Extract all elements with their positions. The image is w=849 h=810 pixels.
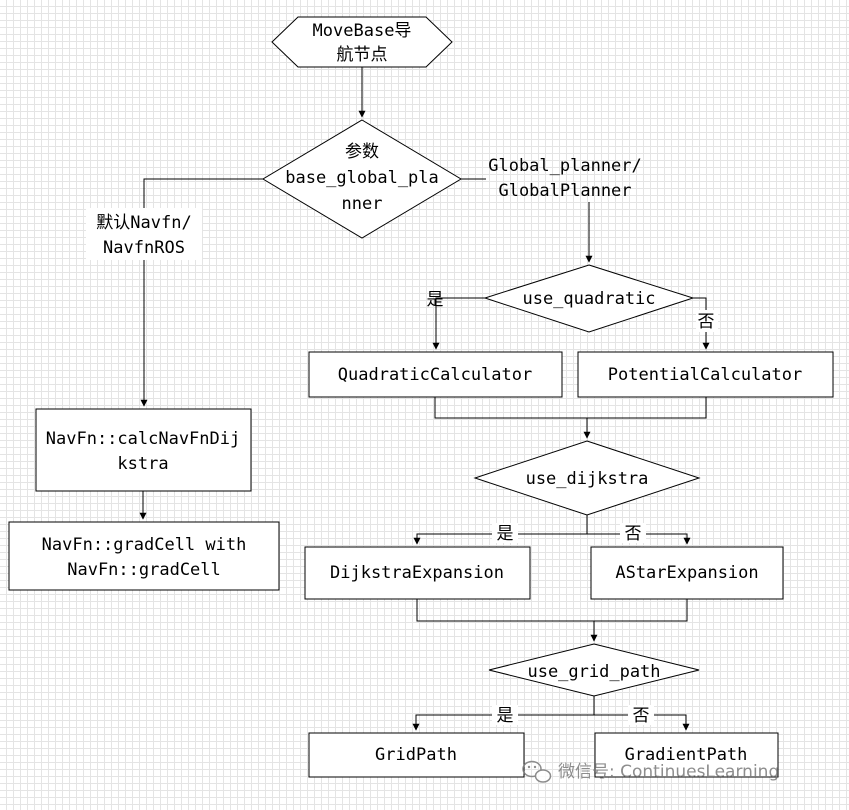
edge-label-global-planner-line2: GlobalPlanner xyxy=(498,181,631,201)
use-quadratic-decision: use_quadratic xyxy=(483,264,695,333)
edge-label-dijkstra-yes: 是 xyxy=(497,524,514,544)
astar-expansion-label: AStarExpansion xyxy=(615,563,758,583)
astar-expansion-node: AStarExpansion xyxy=(590,546,784,600)
start-node-line2: 航节点 xyxy=(337,45,388,65)
param-decision-line2: base_global_pla xyxy=(285,168,439,188)
navfn-calc-line1: NavFn::calcNavFnDij xyxy=(46,429,240,449)
watermark: 微信号: ContinuesLearning xyxy=(522,760,779,783)
quadratic-calculator-label: QuadraticCalculator xyxy=(338,365,532,385)
use-grid-path-label: use_grid_path xyxy=(527,662,660,682)
start-node: MoveBase导 航节点 xyxy=(271,16,453,68)
edge-label-default-navfn-line1: 默认Navfn/ xyxy=(96,213,191,233)
edge-label-dijkstra-no: 否 xyxy=(625,524,642,544)
param-decision: 参数 base_global_pla nner xyxy=(262,119,462,239)
navfn-grad-node: NavFn::gradCell with NavFn::gradCell xyxy=(8,521,280,591)
potential-calculator-label: PotentialCalculator xyxy=(608,365,802,385)
edge-label-grid-yes: 是 xyxy=(497,706,514,726)
grid-path-node: GridPath xyxy=(308,732,525,778)
grid-path-label: GridPath xyxy=(375,745,457,765)
quadratic-calculator-node: QuadraticCalculator xyxy=(308,351,563,398)
use-dijkstra-label: use_dijkstra xyxy=(526,469,649,489)
navfn-calc-node: NavFn::calcNavFnDij kstra xyxy=(35,408,252,492)
edge-param-to-global-planner xyxy=(461,178,589,262)
edge-label-grid-no: 否 xyxy=(633,706,650,726)
potential-calculator-node: PotentialCalculator xyxy=(577,351,834,398)
edge-label-quadratic-no: 否 xyxy=(698,312,715,332)
edge-grid-no xyxy=(594,714,690,731)
navfn-calc-line2: kstra xyxy=(117,454,168,474)
dijkstra-expansion-label: DijkstraExpansion xyxy=(330,563,504,583)
edge-label-quadratic-yes: 是 xyxy=(427,290,444,310)
edge-expansions-merge xyxy=(416,599,688,641)
edge-quadratic-yes xyxy=(432,297,485,350)
param-decision-line3: nner xyxy=(342,194,383,214)
param-decision-line1: 参数 xyxy=(345,142,379,162)
dijkstra-expansion-node: DijkstraExpansion xyxy=(304,546,531,600)
gradient-path-label: GradientPath xyxy=(625,745,748,765)
navfn-grad-line2: NavFn::gradCell xyxy=(67,560,221,580)
watermark-text: 微信号: ContinuesLearning xyxy=(558,762,779,782)
edge-label-default-navfn-line2: NavfnROS xyxy=(103,238,185,258)
navfn-grad-line1: NavFn::gradCell with xyxy=(42,535,247,555)
use-grid-path-decision: use_grid_path xyxy=(488,643,700,697)
start-node-line1: MoveBase导 xyxy=(313,21,412,41)
edge-label-global-planner-line1: Global_planner/ xyxy=(488,156,642,176)
use-dijkstra-decision: use_dijkstra xyxy=(473,440,701,516)
use-quadratic-label: use_quadratic xyxy=(522,289,655,309)
wechat-icon xyxy=(522,760,552,783)
edge-calculators-merge xyxy=(434,397,707,438)
gradient-path-node: GradientPath xyxy=(594,732,779,778)
edge-param-to-navfn xyxy=(140,178,263,407)
